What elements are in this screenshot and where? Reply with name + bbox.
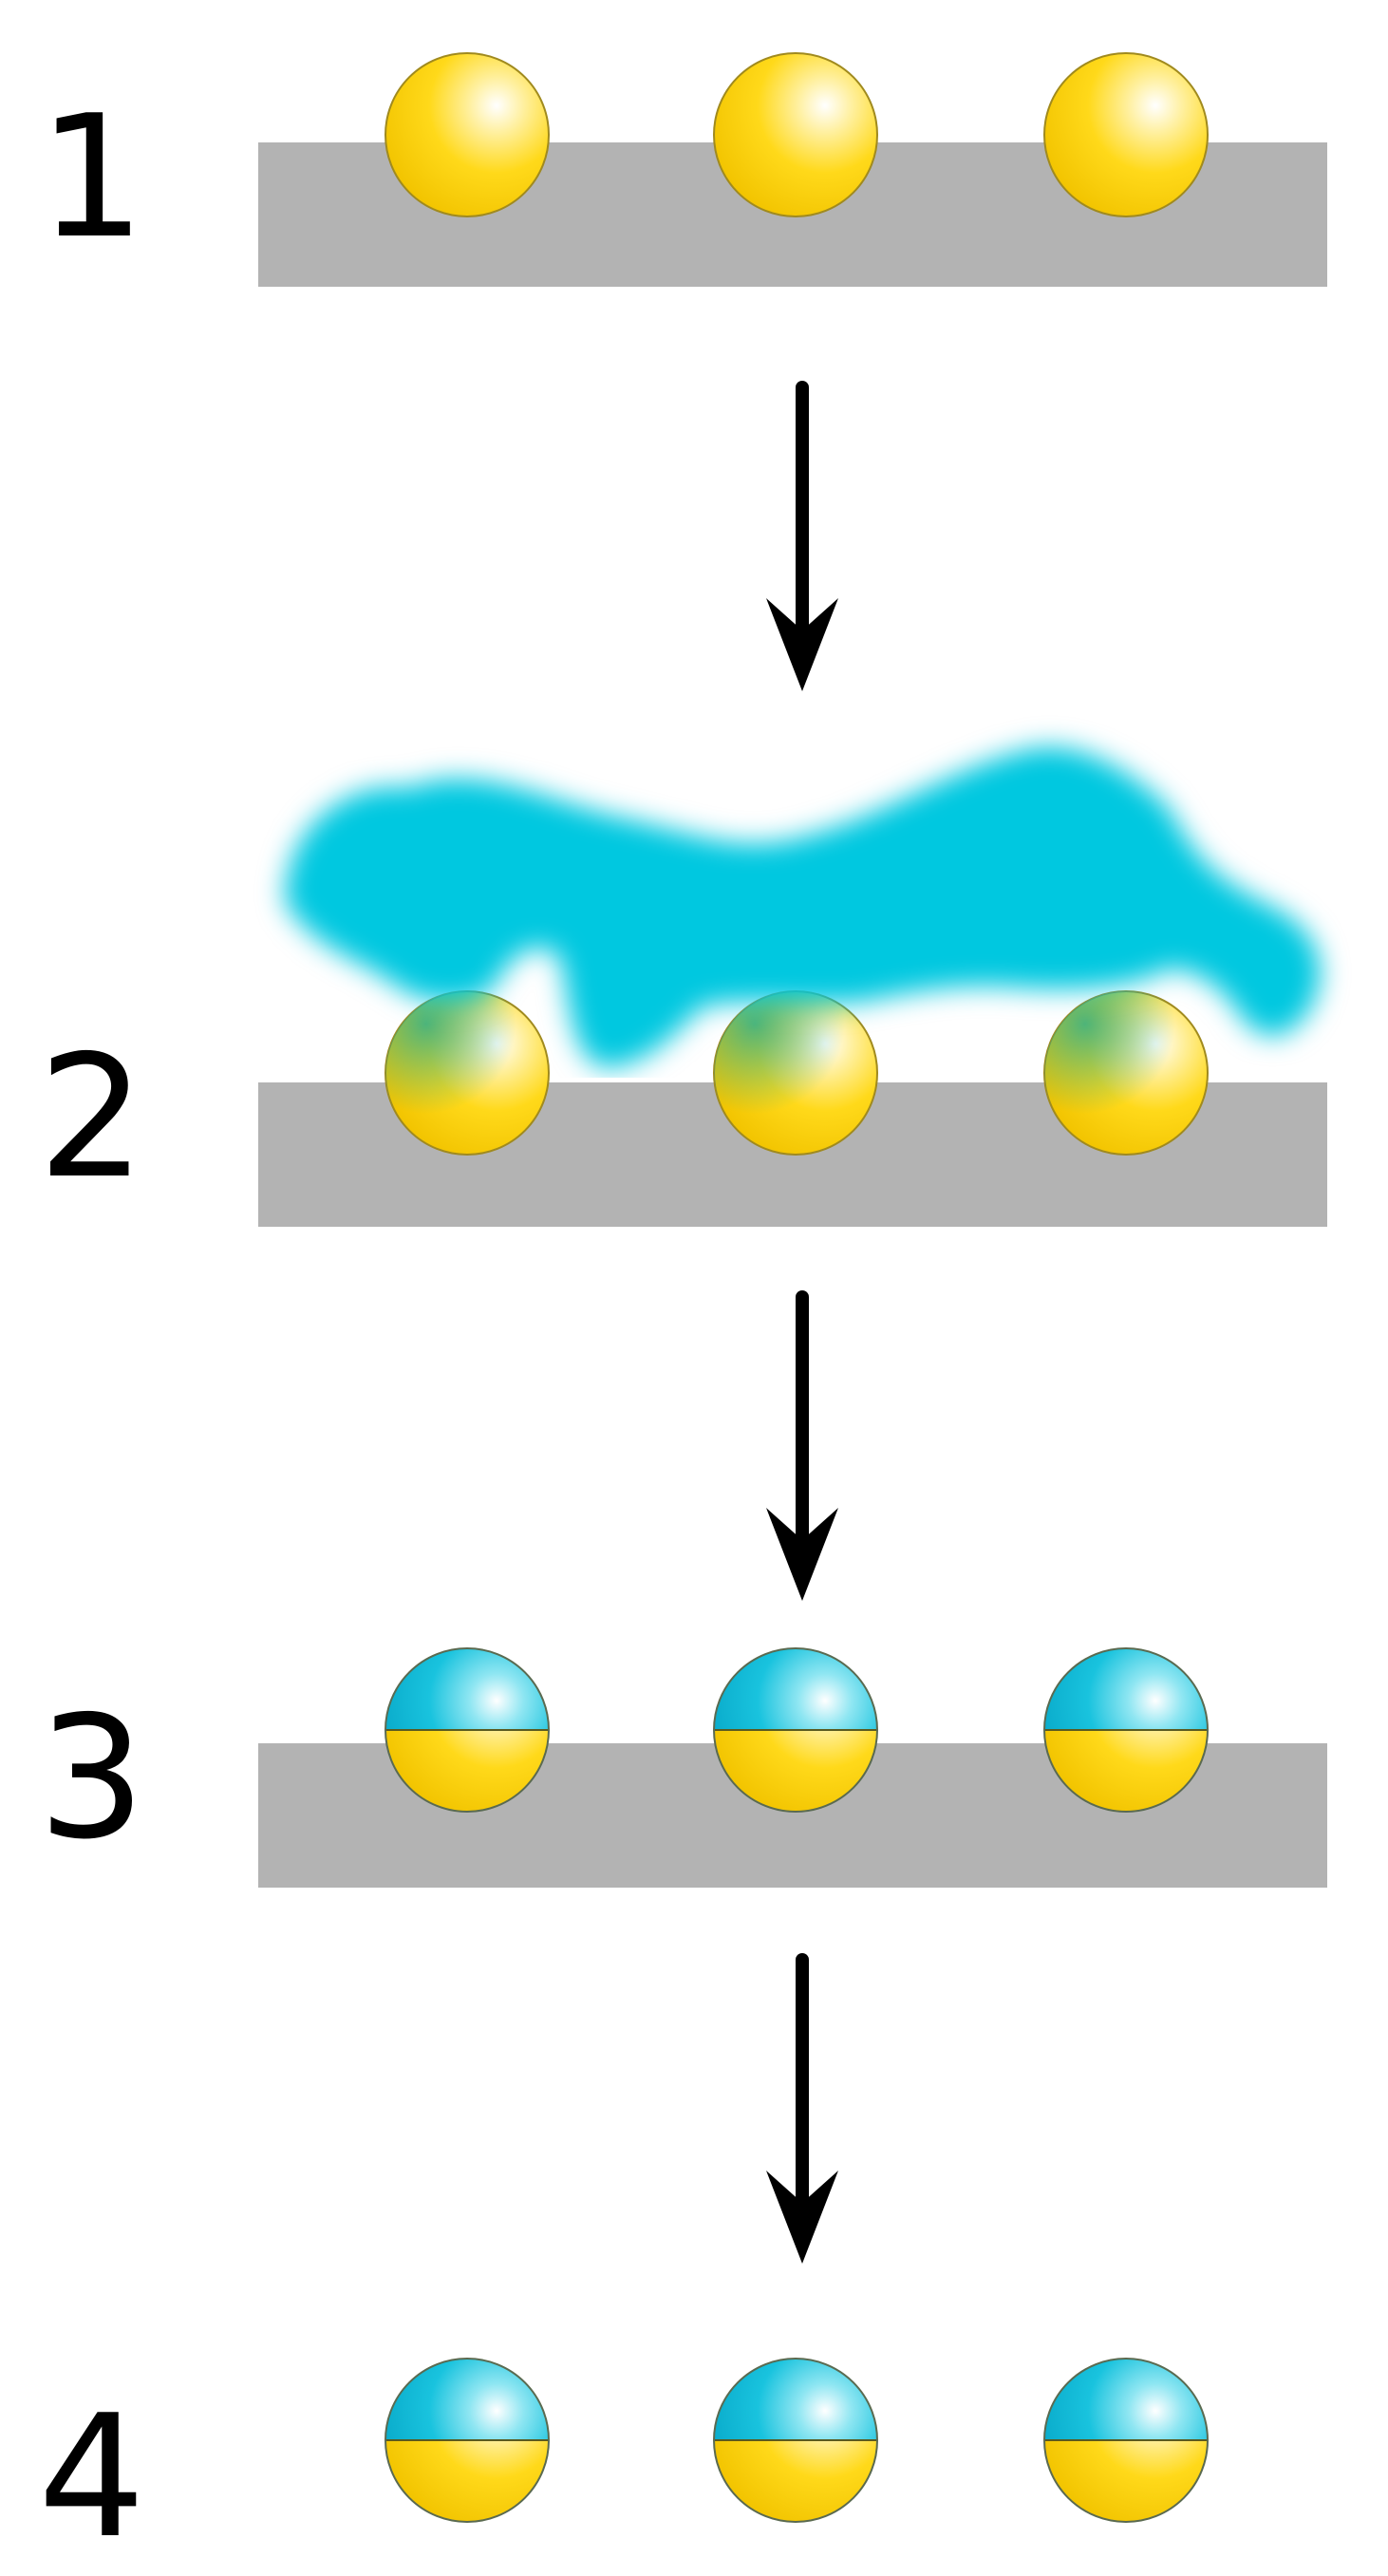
step-1: 1 [38,52,1327,287]
step-number-label: 2 [38,1019,145,1215]
down-arrow-icon [766,1290,838,1601]
step-4: 4 [38,2358,1209,2575]
process-steps: 1 2 3 4 [38,52,1327,2575]
down-arrow-icon [766,381,838,691]
gold-particle [713,990,878,1156]
janus-particle [385,1647,550,1813]
coating-vapor-cloud [285,746,1321,1068]
gold-particle [385,990,550,1156]
janus-particle [713,2358,878,2523]
janus-particle [713,1647,878,1813]
process-arrows [766,381,838,2264]
janus-particle [1043,1647,1209,1813]
step-number-label: 4 [38,2379,145,2575]
step-number-label: 3 [38,1680,145,1876]
step-3: 3 [38,1647,1327,1888]
gold-particle [385,52,550,217]
janus-particle [385,2358,550,2523]
step-number-label: 1 [38,79,145,275]
gold-particle [713,52,878,217]
step-2: 2 [38,746,1327,1227]
gold-particle [1043,990,1209,1156]
gold-particle [1043,52,1209,217]
janus-particle [1043,2358,1209,2523]
down-arrow-icon [766,1953,838,2264]
